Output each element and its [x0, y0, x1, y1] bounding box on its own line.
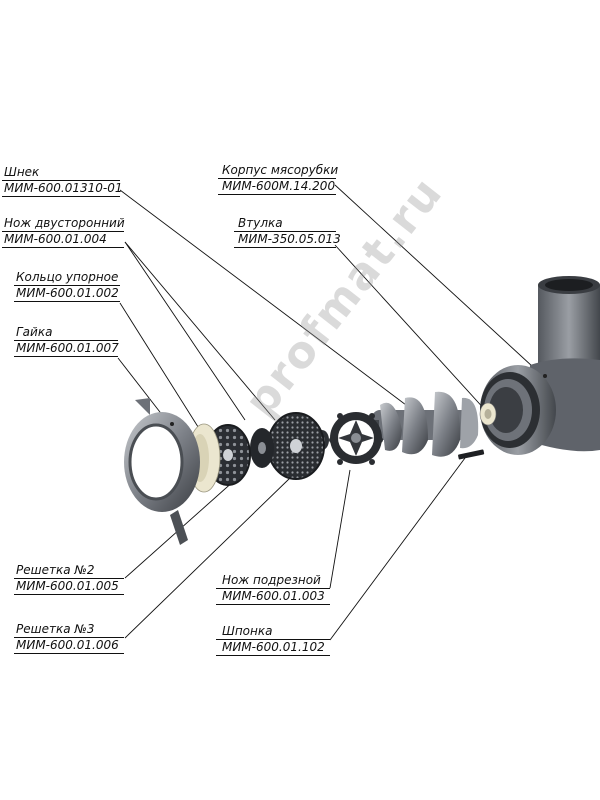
- underline: [216, 604, 330, 605]
- grinder-housing: [480, 276, 600, 455]
- label-shnek-code: МИМ-600.01310-01: [4, 181, 123, 195]
- key: [458, 449, 485, 460]
- underline: [14, 594, 124, 595]
- label-vtulka-code: МИМ-350.05.013: [238, 232, 341, 246]
- underline: [216, 588, 330, 589]
- label-nozh-podrez-code: МИМ-600.01.003: [222, 589, 325, 603]
- label-koltso-code: МИМ-600.01.002: [16, 286, 119, 300]
- label-nozh-dvust-name: Нож двусторонний: [4, 216, 125, 230]
- underline: [218, 178, 336, 179]
- auger: [365, 391, 479, 457]
- label-korpus-name: Корпус мясорубки: [222, 163, 339, 177]
- underline: [14, 637, 124, 638]
- label-gaika-code: МИМ-600.01.007: [16, 341, 119, 355]
- underline: [14, 340, 118, 341]
- label-shponka-code: МИМ-600.01.102: [222, 640, 325, 654]
- underline: [2, 196, 120, 197]
- label-nozh-podrez-name: Нож подрезной: [222, 573, 321, 587]
- label-reshetka3-name: Решетка №3: [16, 622, 95, 636]
- underline: [14, 356, 118, 357]
- underline: [216, 639, 330, 640]
- double-sided-knife: [250, 428, 274, 468]
- leader-lines: [117, 184, 546, 641]
- bushing: [479, 402, 497, 426]
- label-koltso-name: Кольцо упорное: [16, 270, 119, 284]
- nut: [124, 398, 200, 545]
- label-nozh-dvust-code: МИМ-600.01.004: [4, 232, 107, 246]
- label-shnek-name: Шнек: [4, 165, 40, 179]
- underline: [14, 578, 124, 579]
- label-shponka-name: Шпонка: [222, 624, 273, 638]
- underline: [14, 653, 124, 654]
- label-korpus-code: МИМ-600М.14.200: [222, 179, 336, 193]
- underline: [234, 247, 336, 248]
- underline: [2, 180, 120, 181]
- underline: [218, 194, 336, 195]
- underline: [2, 247, 124, 248]
- underline: [14, 285, 120, 286]
- underline: [14, 301, 120, 302]
- label-reshetka3-code: МИМ-600.01.006: [16, 638, 119, 652]
- label-gaika-name: Гайка: [16, 325, 53, 339]
- underline: [216, 655, 330, 656]
- label-vtulka-name: Втулка: [238, 216, 283, 230]
- underline: [2, 231, 124, 232]
- label-reshetka2-code: МИМ-600.01.005: [16, 579, 119, 593]
- underline: [234, 231, 336, 232]
- cutting-knife: [329, 412, 383, 465]
- label-reshetka2-name: Решетка №2: [16, 563, 95, 577]
